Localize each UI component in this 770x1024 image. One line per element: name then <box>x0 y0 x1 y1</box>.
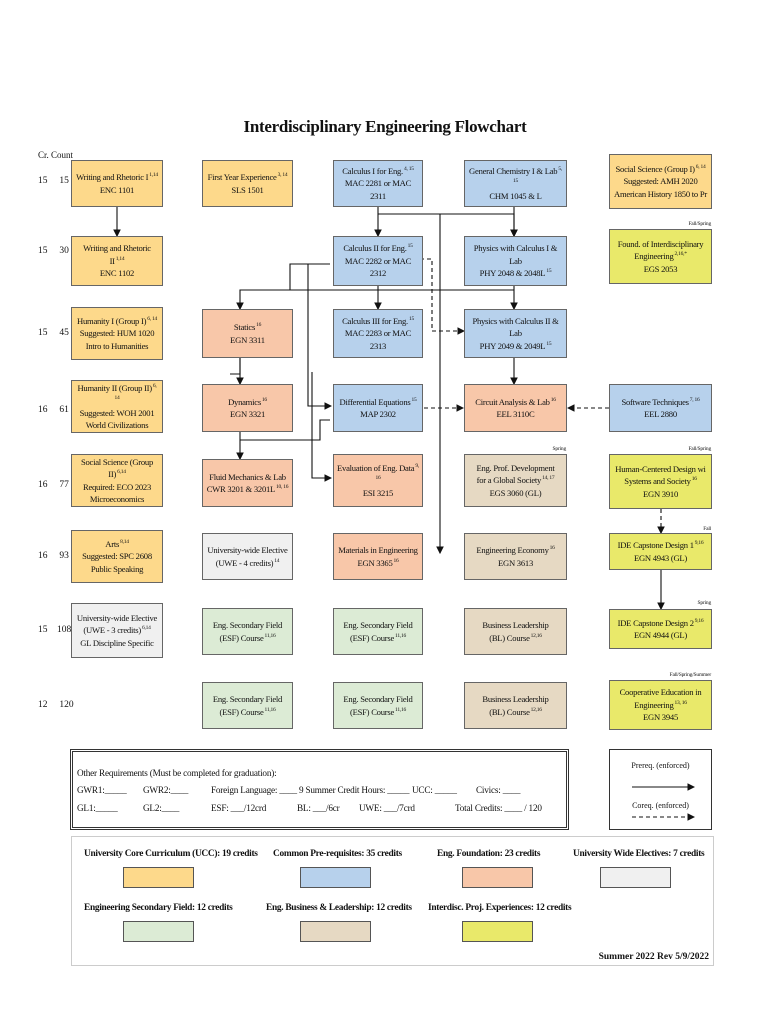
legend-esf-swatch <box>123 921 194 942</box>
course-human-centered-design[interactable]: Human-Centered Design wi Systems and Soc… <box>609 454 712 509</box>
course-general-chemistry[interactable]: General Chemistry I & Lab5, 15 CHM 1045 … <box>464 160 567 207</box>
course-calculus-1[interactable]: Calculus I for Eng.4, 15 MAC 2281 or MAC… <box>333 160 423 207</box>
course-university-elective-3[interactable]: University-wide Elective (UWE - 3 credit… <box>71 603 163 658</box>
course-dynamics[interactable]: Dynamics16 EGN 3321 <box>202 384 293 432</box>
legend-common-label: Common Pre-requisites: 35 credits <box>273 849 402 859</box>
course-writing-rhetoric-1[interactable]: Writing and Rhetoric I1,14 ENC 1101 <box>71 160 163 207</box>
course-calculus-3[interactable]: Calculus III for Eng.15 MAC 2283 or MAC … <box>333 309 423 358</box>
course-software-techniques[interactable]: Software Techniques7, 16 EEL 2880 <box>609 384 712 432</box>
row-credits: 15 108 <box>38 625 72 635</box>
legend-foundation-swatch <box>462 867 533 888</box>
course-first-year-experience[interactable]: First Year Experience3, 14 SLS 1501 <box>202 160 293 207</box>
legend-ip-swatch <box>462 921 533 942</box>
course-cooperative-education[interactable]: Cooperative Education in Engineering13, … <box>609 680 712 730</box>
course-evaluation-eng-data[interactable]: Evaluation of Eng. Data9, 16 ESI 3215 <box>333 454 423 507</box>
term-offered: Fall/Spring <box>688 446 711 452</box>
requirements-heading: Other Requirements (Must be completed fo… <box>77 768 277 778</box>
legend-bl-label: Eng. Business & Leadership: 12 credits <box>266 903 412 913</box>
course-capstone-1[interactable]: IDE Capstone Design 19,16 EGN 4943 (GL) <box>609 533 712 570</box>
course-humanity-2[interactable]: Humanity II (Group II)6, 14 Suggested: W… <box>71 380 163 433</box>
course-differential-equations[interactable]: Differential Equations15 MAP 2302 <box>333 384 423 432</box>
legend-foundation-label: Eng. Foundation: 23 credits <box>437 849 541 859</box>
legend-common-swatch <box>300 867 371 888</box>
course-physics-2[interactable]: Physics with Calculus II & Lab PHY 2049 … <box>464 309 567 358</box>
course-esf-1[interactable]: Eng. Secondary Field (ESF) Course11,16 <box>202 608 293 655</box>
term-offered: Spring <box>552 446 567 452</box>
row-credits: 16 61 <box>38 405 69 415</box>
arrow-legend-lines <box>632 783 696 821</box>
course-esf-3[interactable]: Eng. Secondary Field (ESF) Course11,16 <box>202 682 293 729</box>
course-esf-4[interactable]: Eng. Secondary Field (ESF) Course11,16 <box>333 682 423 729</box>
term-offered: Spring <box>697 600 712 606</box>
req-gl1[interactable]: GL1:_____ <box>77 803 118 813</box>
term-offered: Fall/Spring/Summer <box>669 672 712 678</box>
req-gl2[interactable]: GL2:____ <box>143 803 180 813</box>
color-legend: University Core Curriculum (UCC): 19 cre… <box>71 836 714 966</box>
row-credits: 12 120 <box>38 700 74 710</box>
course-business-leadership-1[interactable]: Business Leadership (BL) Course12,16 <box>464 608 567 655</box>
course-materials-engineering[interactable]: Materials in Engineering EGN 336516 <box>333 533 423 580</box>
course-statics[interactable]: Statics16 EGN 3311 <box>202 309 293 358</box>
course-business-leadership-2[interactable]: Business Leadership (BL) Course12,16 <box>464 682 567 729</box>
legend-bl-swatch <box>300 921 371 942</box>
legend-ucc-label: University Core Curriculum (UCC): 19 cre… <box>84 849 258 859</box>
term-offered: Fall <box>703 526 711 532</box>
course-circuit-analysis[interactable]: Circuit Analysis & Lab16 EEL 3110C <box>464 384 567 432</box>
course-eng-prof-development[interactable]: Eng. Prof. Development for a Global Soci… <box>464 454 567 507</box>
course-fluid-mechanics[interactable]: Fluid Mechanics & Lab CWR 3201 & 3201L10… <box>202 459 293 507</box>
coreq-label: Coreq. (enforced) <box>632 801 689 810</box>
legend-uwe-label: University Wide Electives: 7 credits <box>573 849 705 859</box>
course-writing-rhetoric-2[interactable]: Writing and Rhetoric II1,14 ENC 1102 <box>71 236 163 286</box>
legend-esf-label: Engineering Secondary Field: 12 credits <box>84 903 233 913</box>
req-bl[interactable]: BL: ___/6cr <box>297 803 340 813</box>
prereq-label: Prereq. (enforced) <box>631 761 690 770</box>
req-total-credits[interactable]: Total Credits: ____ / 120 <box>455 803 542 813</box>
legend-uwe-swatch <box>600 867 671 888</box>
req-gwr2[interactable]: GWR2:____ <box>143 785 189 795</box>
course-university-elective-4[interactable]: University-wide Elective (UWE - 4 credit… <box>202 533 293 580</box>
req-civics[interactable]: Civics: ____ <box>476 785 521 795</box>
term-offered: Fall/Spring <box>688 221 711 227</box>
course-physics-1[interactable]: Physics with Calculus I & Lab PHY 2048 &… <box>464 236 567 286</box>
row-credits: 15 30 <box>38 246 69 256</box>
row-credits: 16 77 <box>38 480 69 490</box>
arrow-legend: Prereq. (enforced) Coreq. (enforced) <box>609 749 712 830</box>
other-requirements: Other Requirements (Must be completed fo… <box>70 749 569 830</box>
req-uwe[interactable]: UWE: ___/7crd <box>359 803 415 813</box>
req-foreign-language[interactable]: Foreign Language: ____ <box>211 785 297 795</box>
course-calculus-2[interactable]: Calculus II for Eng.15 MAC 2282 or MAC 2… <box>333 236 423 286</box>
course-engineering-economy[interactable]: Engineering Economy16 EGN 3613 <box>464 533 567 580</box>
course-found-interdisciplinary[interactable]: Found. of Interdisciplinary Engineering2… <box>609 229 712 284</box>
page-title: Interdisciplinary Engineering Flowchart <box>243 117 527 136</box>
row-credits: 15 15 <box>38 176 69 186</box>
req-summer-credits[interactable]: 9 Summer Credit Hours: _____ <box>299 785 410 795</box>
row-credits: 15 45 <box>38 328 69 338</box>
req-esf[interactable]: ESF: ___/12crd <box>211 803 267 813</box>
course-humanity-1[interactable]: Humanity I (Group I)6, 14 Suggested: HUM… <box>71 307 163 360</box>
revision-date: Summer 2022 Rev 5/9/2022 <box>598 952 709 962</box>
legend-ucc-swatch <box>123 867 194 888</box>
row-credits: 16 93 <box>38 551 69 561</box>
course-social-science-1[interactable]: Social Science (Group I)6, 14 Suggested:… <box>609 154 712 209</box>
course-social-science-2[interactable]: Social Science (Group II)6,14 Required: … <box>71 454 163 507</box>
req-ucc[interactable]: UCC: _____ <box>412 785 457 795</box>
course-capstone-2[interactable]: IDE Capstone Design 29,16 EGN 4944 (GL) <box>609 609 712 649</box>
credit-count-header: Cr. Count <box>38 150 74 160</box>
course-arts[interactable]: Arts8,14 Suggested: SPC 2608 Public Spea… <box>71 530 163 583</box>
course-esf-2[interactable]: Eng. Secondary Field (ESF) Course11,16 <box>333 608 423 655</box>
req-gwr1[interactable]: GWR1:_____ <box>77 785 127 795</box>
legend-ip-label: Interdisc. Proj. Experiences: 12 credits <box>428 903 572 913</box>
